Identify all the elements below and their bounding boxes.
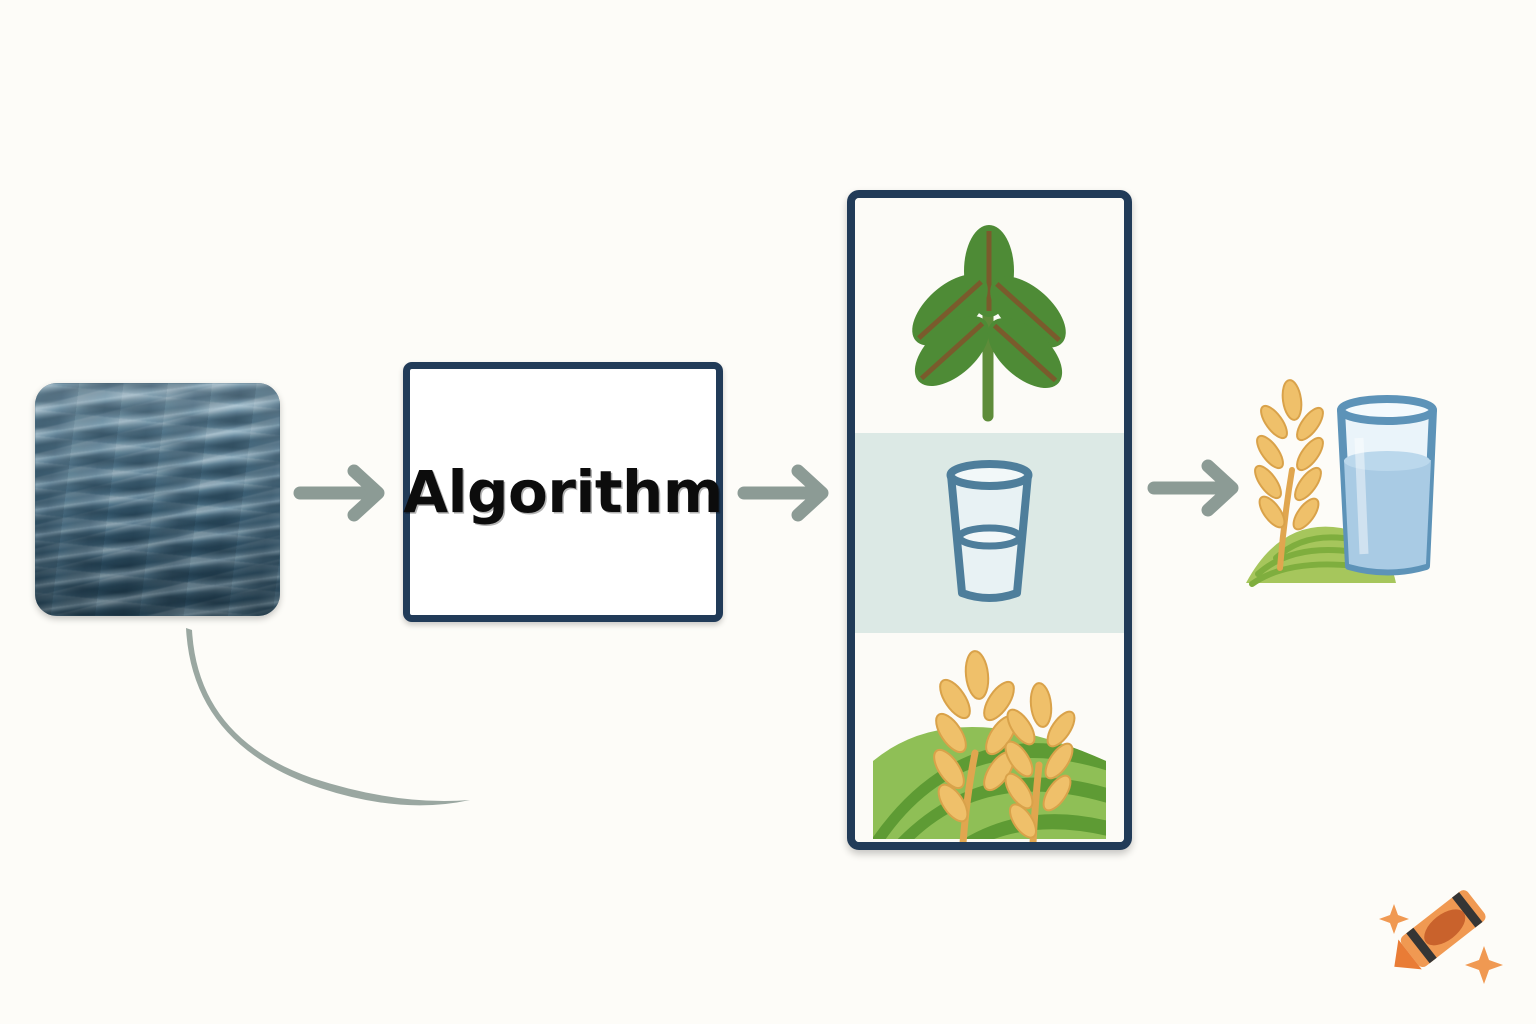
wheat-field-icon [873,649,1106,842]
allocation-results-panel[interactable] [847,190,1132,850]
panel-cell-plant[interactable] [855,198,1124,434]
final-output-illustration[interactable] [1236,378,1456,593]
algorithm-process-box[interactable]: Algorithm [403,362,723,622]
arrow-ocean-to-algorithm [293,464,385,522]
crayon-watermark-icon [1378,868,1508,993]
ocean-tile-alt: Photographic tile of rippling ocean surf… [0,0,1,1]
wheat-and-glass-icon [1246,379,1437,587]
ocean-texture-layer [35,383,280,616]
panel-cell-water[interactable] [855,433,1124,633]
panel-cell-field[interactable] [855,632,1124,842]
ocean-texture-overlay [35,383,280,616]
feedback-curve-stroke [186,628,470,806]
water-glass-icon [946,460,1033,603]
plant-sprig-icon [912,225,1066,422]
algorithm-label: Algorithm [403,458,723,526]
ocean-water-source-image[interactable] [35,383,280,616]
arrow-panel-to-output [1147,459,1239,517]
arrow-algorithm-to-panel [737,464,829,522]
